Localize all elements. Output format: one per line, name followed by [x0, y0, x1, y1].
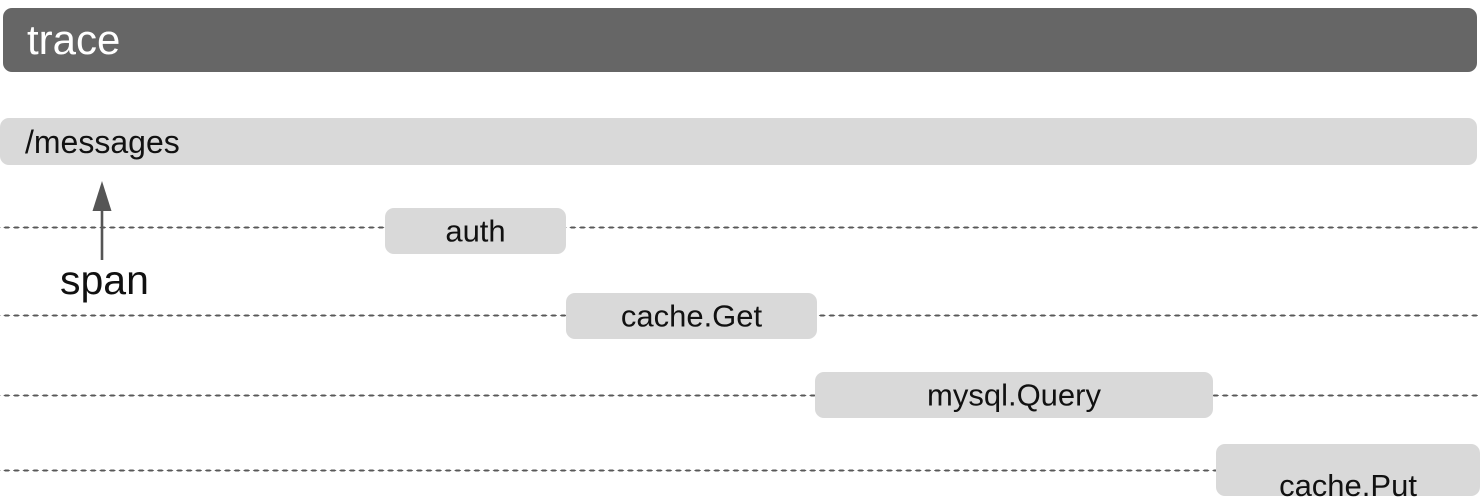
- span-bar[interactable]: cache.Get: [566, 293, 817, 339]
- span-row-line: [0, 469, 1480, 472]
- trace-bar[interactable]: trace: [3, 8, 1477, 72]
- up-arrow-icon: [92, 181, 112, 260]
- span-bar-label: auth: [445, 213, 506, 249]
- root-span-bar-label: /messages: [25, 123, 180, 160]
- root-span-bar[interactable]: /messages: [0, 118, 1477, 165]
- span-annotation: span: [56, 178, 256, 303]
- span-row-line: [0, 394, 1480, 397]
- span-bar[interactable]: mysql.Query: [815, 372, 1213, 418]
- span-bar-label: cache.Get: [620, 298, 763, 334]
- span-bar[interactable]: cache.Put: [1216, 444, 1480, 501]
- span-bar-label: cache.Put: [1279, 468, 1417, 503]
- span-bar[interactable]: auth: [385, 208, 566, 254]
- span-annotation-label: span: [60, 257, 149, 303]
- span-row-line: [0, 226, 1480, 229]
- span-bar-label: mysql.Query: [927, 377, 1101, 413]
- trace-bar-label: trace: [27, 16, 121, 63]
